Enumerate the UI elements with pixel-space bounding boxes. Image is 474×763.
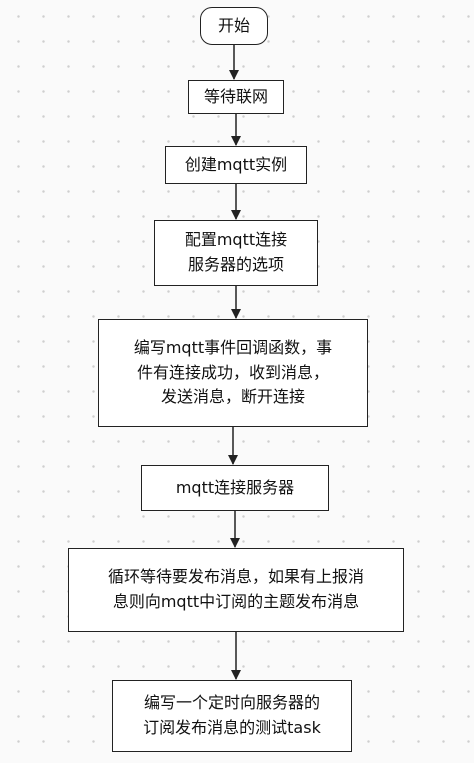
start-node: 开始: [200, 7, 268, 45]
connect-server-node: mqtt连接服务器: [141, 465, 329, 511]
write-callback-node-text: 编写mqtt事件回调函数，事 件有连接成功，收到消息， 发送消息，断开连接: [134, 336, 332, 410]
write-callback-node: 编写mqtt事件回调函数，事 件有连接成功，收到消息， 发送消息，断开连接: [98, 319, 368, 427]
node-line: 开始: [217, 15, 250, 35]
node-line: 循环等待要发布消息，如果有上报消: [107, 567, 364, 587]
create-mqtt-node-text: 创建mqtt实例: [185, 153, 287, 178]
start-node-text: 开始: [218, 14, 250, 39]
node-line: 配置mqtt连接: [184, 230, 288, 250]
config-options-node-text: 配置mqtt连接 服务器的选项: [185, 228, 287, 278]
node-line: 发送消息，断开连接: [160, 387, 305, 407]
node-line: 编写一个定时向服务器的: [143, 693, 320, 713]
timer-task-node: 编写一个定时向服务器的 订阅发布消息的测试task: [112, 680, 352, 752]
node-line: 编写mqtt事件回调函数，事: [133, 337, 333, 357]
loop-publish-node: 循环等待要发布消息，如果有上报消 息则向mqtt中订阅的主题发布消息: [68, 548, 404, 632]
node-line: 息则向mqtt中订阅的主题发布消息: [112, 592, 360, 611]
node-line: 创建mqtt实例: [184, 154, 288, 174]
node-line: 件有连接成功，收到消息，: [136, 362, 329, 382]
node-line: 等待联网: [203, 86, 268, 106]
node-line: mqtt连接服务器: [175, 477, 295, 497]
create-mqtt-node: 创建mqtt实例: [165, 146, 307, 184]
wait-network-node-text: 等待联网: [204, 85, 268, 110]
node-line: 服务器的选项: [187, 255, 284, 274]
config-options-node: 配置mqtt连接 服务器的选项: [154, 220, 318, 286]
loop-publish-node-text: 循环等待要发布消息，如果有上报消 息则向mqtt中订阅的主题发布消息: [108, 565, 364, 615]
wait-network-node: 等待联网: [188, 80, 284, 114]
connect-server-node-text: mqtt连接服务器: [176, 476, 294, 501]
node-line: 订阅发布消息的测试task: [143, 718, 321, 737]
timer-task-node-text: 编写一个定时向服务器的 订阅发布消息的测试task: [143, 691, 321, 741]
